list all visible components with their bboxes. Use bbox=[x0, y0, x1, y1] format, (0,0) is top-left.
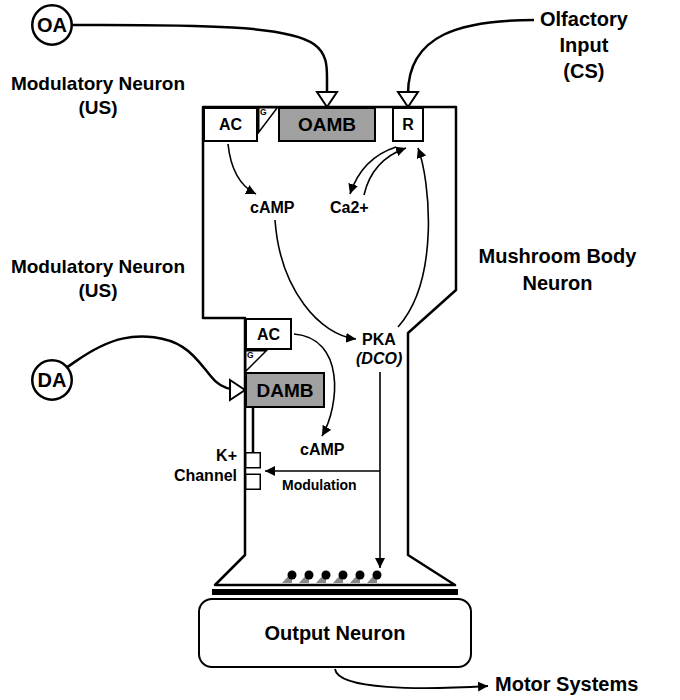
output-neuron: Output Neuron bbox=[198, 598, 472, 668]
label-anchor: Modulation bbox=[282, 477, 357, 494]
synapse-terminal bbox=[230, 380, 245, 400]
synapse-terminal bbox=[398, 92, 418, 107]
text-anchor: K+ Channel bbox=[165, 446, 237, 486]
potassium-channel-outline bbox=[245, 452, 261, 490]
label-anchor: cAMP bbox=[250, 198, 294, 217]
text-anchor: AC bbox=[205, 109, 256, 140]
receptor-box: DAMB bbox=[245, 372, 325, 408]
second-messenger-label: cAMP bbox=[250, 198, 294, 217]
text-anchor: OA bbox=[31, 4, 73, 46]
node-heading: Modulatory Neuron (US) bbox=[8, 72, 188, 120]
synapse-row bbox=[282, 571, 382, 584]
neuron-circle bbox=[32, 5, 72, 45]
synapse-dot bbox=[356, 571, 365, 580]
label-anchor: (DCO) bbox=[356, 349, 402, 368]
synapse-dot bbox=[305, 571, 314, 580]
signal-arrow bbox=[350, 147, 396, 194]
channel-subunit bbox=[246, 453, 261, 468]
label-anchor: Motor Systems bbox=[495, 672, 638, 696]
label-anchor: cAMP bbox=[300, 440, 344, 459]
signal-arrow bbox=[228, 144, 256, 194]
text-anchor: AC bbox=[247, 320, 290, 348]
node-label: AC bbox=[257, 325, 280, 344]
mushroom-body-neuron: Mushroom Body NeuronACGOAMBRACGDAMBK+ Ch… bbox=[203, 107, 456, 585]
node-heading: Modulatory Neuron (US) bbox=[8, 255, 188, 303]
channel-subunit bbox=[246, 474, 261, 489]
gene-label: (DCO) bbox=[356, 349, 402, 368]
label-anchor: PKA bbox=[362, 330, 396, 349]
output-arrow bbox=[335, 669, 488, 688]
ion-label: Ca2+ bbox=[330, 198, 369, 217]
modulation-arrow bbox=[265, 470, 380, 472]
signal-arrow bbox=[379, 372, 381, 568]
modulation-label: Modulation bbox=[282, 477, 357, 494]
signal-arrow bbox=[398, 148, 428, 327]
node-label: OA bbox=[37, 13, 67, 37]
receptor-box: R bbox=[392, 107, 424, 142]
g-protein-triangle bbox=[259, 108, 278, 133]
adenylyl-cyclase-box: AC bbox=[245, 318, 292, 350]
node-label: AC bbox=[219, 115, 242, 134]
axon-connector bbox=[67, 337, 245, 390]
adenylyl-cyclase-box: AC bbox=[203, 107, 258, 142]
modulatory-neuron: DAModulatory Neuron (US) bbox=[31, 359, 73, 401]
text-anchor: R bbox=[394, 109, 422, 140]
node-label: DA bbox=[38, 368, 67, 392]
modulatory-neuron: OAModulatory Neuron (US) bbox=[31, 4, 73, 46]
node-label: R bbox=[402, 115, 414, 134]
text-anchor: DA bbox=[31, 359, 73, 401]
label-anchor: Olfactory Input (CS) bbox=[540, 6, 628, 84]
receptor-box: OAMB bbox=[278, 107, 376, 142]
synapse-dot bbox=[339, 571, 348, 580]
text-anchor: G bbox=[260, 107, 267, 117]
output-target-label: Motor Systems bbox=[495, 672, 638, 696]
node-label: Mushroom Body Neuron bbox=[475, 243, 640, 297]
node-label: OAMB bbox=[298, 113, 356, 136]
node-label: K+ Channel bbox=[165, 446, 237, 486]
g-protein: G bbox=[258, 107, 278, 133]
text-anchor: Output Neuron bbox=[200, 600, 470, 666]
neuron-outline bbox=[203, 107, 456, 585]
synapse-dot bbox=[373, 571, 382, 580]
axon-connector bbox=[72, 25, 327, 107]
node-label: DAMB bbox=[257, 379, 314, 402]
node-label: Output Neuron bbox=[264, 621, 405, 645]
text-anchor: DAMB bbox=[247, 374, 323, 406]
potassium-channel: K+ Channel bbox=[245, 452, 261, 490]
signal-arrow bbox=[364, 148, 406, 195]
synaptic-bar bbox=[212, 589, 458, 595]
second-messenger-label: cAMP bbox=[300, 440, 344, 459]
label-anchor: Ca2+ bbox=[330, 198, 369, 217]
synapse-dot bbox=[322, 571, 331, 580]
input-label: Olfactory Input (CS) bbox=[540, 6, 628, 84]
text-anchor: Mushroom Body Neuron bbox=[475, 243, 640, 297]
g-protein: G bbox=[245, 350, 267, 372]
neuron-circle bbox=[32, 360, 72, 400]
mushroom-body-neuron-outline bbox=[203, 107, 456, 585]
kinase-label: PKA bbox=[362, 330, 396, 349]
synapse-terminal bbox=[317, 92, 337, 107]
olfactory-axon bbox=[408, 20, 534, 94]
node-label: G bbox=[247, 350, 254, 360]
g-protein-triangle bbox=[246, 351, 267, 372]
text-anchor: G bbox=[247, 350, 254, 360]
node-label: G bbox=[260, 107, 267, 117]
text-anchor: Modulatory Neuron (US) bbox=[8, 72, 188, 120]
text-anchor: OAMB bbox=[280, 109, 374, 140]
text-anchor: Modulatory Neuron (US) bbox=[8, 255, 188, 303]
axon-connector bbox=[252, 408, 255, 452]
synapse-dot bbox=[288, 571, 297, 580]
